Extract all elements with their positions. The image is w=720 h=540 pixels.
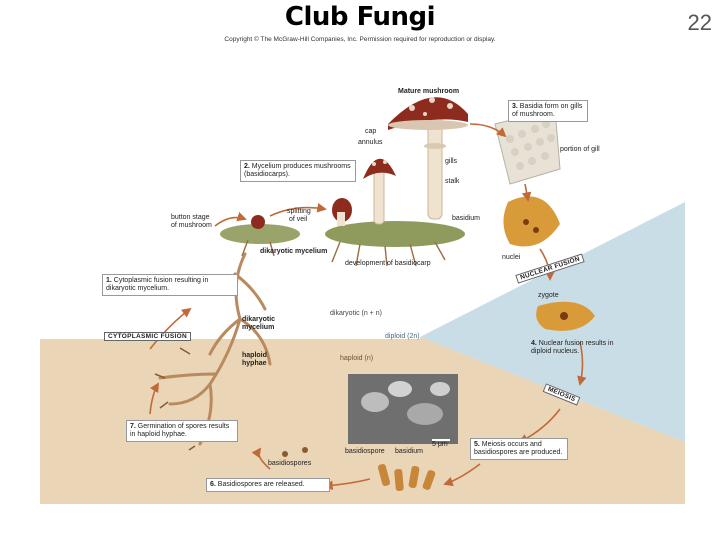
label-dikaryotic-mycelium: dikaryotic mycelium: [260, 248, 328, 255]
label-development-of-basidiocarp: development of basidiocarp: [345, 260, 431, 267]
label-cap: cap: [365, 128, 377, 135]
label-dikaryotic-mycelium-2a: dikaryotic: [242, 316, 276, 323]
label-splitting-veil-1: splitting: [287, 208, 311, 215]
young-cap: [363, 158, 396, 179]
copyright-note: Copyright © The McGraw-Hill Companies, I…: [224, 36, 496, 43]
label-zygote: zygote: [538, 292, 559, 299]
label-nuclei: nuclei: [502, 254, 521, 261]
step-7-box: 7. Germination of spores results in hapl…: [126, 420, 238, 442]
life-cycle-illustration: [40, 84, 685, 504]
annulus-ring: [424, 143, 446, 149]
arrow-step6-to-basidiospores: [251, 447, 271, 470]
label-haploid-hyphae-a: haploid: [242, 352, 267, 359]
step-1-number: 1.: [106, 277, 112, 284]
button-stage-mushroom: [251, 215, 265, 229]
step-5-text: Meiosis occurs and basidiospores are pro…: [474, 441, 563, 456]
label-basidium: basidium: [452, 215, 481, 222]
slide-title: Club Fungi: [284, 2, 436, 32]
step-2-number: 2.: [244, 163, 250, 170]
arrow-splitting-to-young: [269, 203, 327, 217]
step-3-box: 3. Basidia form on gills of mushroom.: [508, 100, 588, 122]
released-basidiospores: [377, 464, 436, 492]
label-dikaryotic-mycelium-2b: mycelium: [242, 324, 275, 331]
haploid-hyphae: [154, 347, 196, 451]
step-2-box: 2. Mycelium produces mushrooms (basidioc…: [240, 160, 356, 182]
step-6-number: 6.: [210, 481, 216, 488]
arrow-cytoplasmic-to-button: [149, 307, 192, 350]
soil-patch-left: [220, 224, 300, 244]
arrow-zygote-to-meiosis: [577, 341, 587, 386]
label-splitting-veil-2: of veil: [289, 216, 308, 223]
young-stalk: [373, 168, 385, 225]
step-6-box: 6. Basidiospores are released.: [206, 478, 330, 492]
label-annulus: annulus: [358, 139, 383, 146]
label-button-stage-2: of mushroom: [171, 222, 212, 229]
arrow-gill-to-basidium: [521, 183, 532, 202]
step-6-text: Basidiospores are released.: [217, 481, 305, 488]
label-haploid-hyphae-b: hyphae: [242, 360, 267, 367]
arrow-step5-to-spores: [443, 463, 481, 487]
roots: [241, 239, 446, 267]
label-haploid-n: haploid (n): [340, 355, 374, 362]
arrow-button-to-splitting: [214, 212, 247, 227]
life-cycle-figure: Mature mushroom cap annulus gills stalk …: [40, 84, 685, 504]
step-4-number: 4.: [531, 340, 537, 347]
step-4-text: Nuclear fusion results in diploid nucleu…: [531, 340, 614, 355]
step-1-box: 1. Cytoplasmic fusion resulting in dikar…: [102, 274, 238, 296]
label-diploid-2n: diploid (2n): [385, 333, 420, 340]
label-gills: gills: [445, 158, 458, 165]
label-basidiospores: basidiospores: [268, 460, 312, 467]
arrow-step7-to-mycelium: [149, 382, 159, 415]
arrow-mature-to-gill: [469, 123, 507, 138]
step-7-number: 7.: [130, 423, 136, 430]
soil-mound: [325, 221, 465, 247]
step-3-number: 3.: [512, 103, 518, 110]
slide-number: 22: [687, 10, 712, 35]
basidium-cell: [503, 196, 560, 247]
step-5-box: 5. Meiosis occurs and basidiospores are …: [470, 438, 568, 460]
label-mature-mushroom: Mature mushroom: [398, 88, 460, 95]
step-7-text: Germination of spores results in haploid…: [130, 423, 230, 438]
step-3-text: Basidia form on gills of mushroom.: [512, 103, 583, 118]
label-portion-of-gill: portion of gill: [560, 146, 600, 153]
label-stalk: stalk: [445, 178, 460, 185]
step-4-box: 4. Nuclear fusion results in diploid nuc…: [528, 338, 630, 358]
step-1-text: Cytoplasmic fusion resulting in dikaryot…: [106, 277, 209, 292]
stamp-cytoplasmic-fusion: CYTOPLASMIC FUSION: [104, 332, 191, 341]
label-scale-bar: 5 μm: [432, 441, 448, 448]
label-button-stage-1: button stage: [171, 214, 210, 221]
mycelium-network: [158, 252, 272, 446]
mature-gills: [388, 120, 468, 130]
label-dikaryotic-n-n: dikaryotic (n + n): [330, 310, 382, 317]
step-5-number: 5.: [474, 441, 480, 448]
step-2-text: Mycelium produces mushrooms (basidiocarp…: [244, 163, 351, 178]
label-basidium-sem: basidium: [395, 448, 424, 455]
label-basidiospore: basidiospore: [345, 448, 385, 455]
